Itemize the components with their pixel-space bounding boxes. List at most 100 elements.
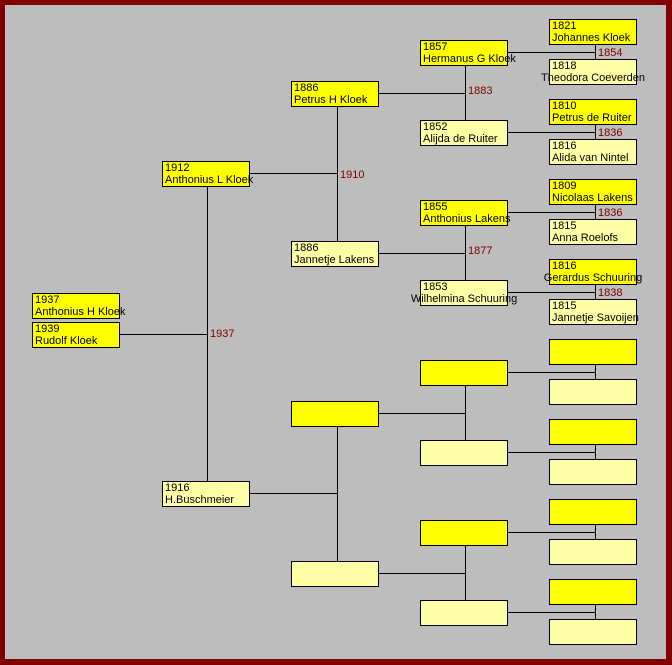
marriage-line	[595, 205, 596, 219]
person-box[interactable]	[549, 499, 637, 525]
person-box[interactable]	[420, 440, 508, 466]
marriage-year: 1883	[468, 85, 493, 97]
birth-year: 1886	[294, 82, 319, 94]
connector-line	[379, 573, 465, 574]
marriage-line	[465, 386, 466, 440]
connector-line	[379, 93, 465, 94]
connector-line	[508, 452, 595, 453]
person-name: Johannes Kloek	[552, 32, 631, 44]
person-box[interactable]	[549, 579, 637, 605]
connector-line	[508, 292, 595, 293]
person-box[interactable]	[291, 561, 379, 587]
birth-year: 1809	[552, 180, 577, 192]
marriage-line	[595, 45, 596, 59]
person-name: Hermanus G Kloek	[423, 53, 516, 65]
marriage-year: 1838	[598, 287, 623, 299]
birth-year: 1916	[165, 482, 190, 494]
person-name: Nicolaas Lakens	[552, 192, 633, 204]
marriage-year: 1836	[598, 127, 623, 139]
birth-year: 1815	[552, 300, 577, 312]
birth-year: 1818	[552, 60, 577, 72]
person-box[interactable]	[549, 419, 637, 445]
birth-year: 1821	[552, 20, 577, 32]
marriage-line	[595, 525, 596, 539]
person-box[interactable]	[549, 459, 637, 485]
person-box[interactable]	[291, 401, 379, 427]
birth-year: 1939	[35, 323, 60, 335]
person-box[interactable]	[549, 619, 637, 645]
person-name: H.Buschmeier	[165, 494, 235, 506]
person-name: Anthonius L Kloek	[165, 174, 254, 186]
person-name: Jannetje Savoijen	[552, 312, 639, 324]
connector-line	[508, 612, 595, 613]
marriage-year: 1854	[598, 47, 623, 59]
marriage-year: 1937	[210, 328, 235, 340]
person-box[interactable]	[420, 600, 508, 626]
birth-year: 1937	[35, 294, 60, 306]
marriage-line	[337, 107, 338, 241]
person-name: Alida van Nintel	[552, 152, 629, 164]
birth-year: 1886	[294, 242, 319, 254]
connector-line	[508, 372, 595, 373]
person-name: Petrus de Ruiter	[552, 112, 632, 124]
marriage-year: 1877	[468, 245, 493, 257]
birth-year: 1815	[552, 220, 577, 232]
birth-year: 1816	[552, 140, 577, 152]
person-box[interactable]	[420, 360, 508, 386]
connector-line	[508, 132, 595, 133]
person-box[interactable]	[549, 379, 637, 405]
person-name: Alijda de Ruiter	[423, 133, 498, 145]
marriage-line	[595, 285, 596, 299]
person-name: Gerardus Schuuring	[543, 272, 643, 284]
marriage-year: 1910	[340, 169, 365, 181]
connector-line	[508, 212, 595, 213]
person-box[interactable]	[549, 539, 637, 565]
connector-line	[379, 413, 465, 414]
connector-line	[379, 253, 465, 254]
birth-year: 1912	[165, 162, 190, 174]
person-name: Rudolf Kloek	[35, 335, 98, 347]
marriage-line	[465, 546, 466, 600]
person-name: Wilhelmina Schuuring	[410, 293, 518, 305]
marriage-line	[595, 605, 596, 619]
connector-line	[508, 52, 595, 53]
connector-line	[250, 173, 337, 174]
marriage-line	[595, 445, 596, 459]
birth-year: 1852	[423, 121, 448, 133]
person-name: Anthonius Lakens	[423, 213, 511, 225]
marriage-line	[465, 226, 466, 280]
connector-line	[120, 334, 207, 335]
connector-line	[250, 493, 337, 494]
birth-year: 1857	[423, 41, 448, 53]
birth-year: 1810	[552, 100, 577, 112]
marriage-line	[595, 125, 596, 139]
person-box[interactable]	[549, 339, 637, 365]
marriage-line	[595, 365, 596, 379]
birth-year: 1855	[423, 201, 448, 213]
person-box[interactable]	[420, 520, 508, 546]
person-name: Anna Roelofs	[552, 232, 619, 244]
person-name: Jannetje Lakens	[294, 254, 375, 266]
marriage-line	[207, 187, 208, 481]
birth-year: 1816	[552, 260, 577, 272]
marriage-year: 1836	[598, 207, 623, 219]
